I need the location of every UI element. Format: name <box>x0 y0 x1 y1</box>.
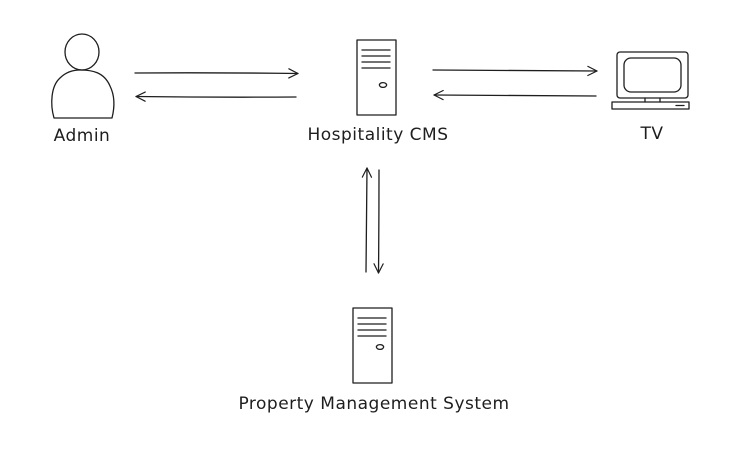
pms-label: Property Management System <box>238 394 509 414</box>
edge-pms-to-cms <box>361 167 373 273</box>
server-icon <box>356 39 397 116</box>
admin-node: Admin <box>51 33 115 146</box>
edge-admin-to-cms <box>134 68 299 79</box>
edge-cms-to-tv <box>432 65 598 77</box>
cms-node: Hospitality CMS <box>307 39 448 145</box>
tv-label: TV <box>639 124 663 144</box>
pms-node: Property Management System <box>238 307 509 414</box>
monitor-icon <box>611 51 690 110</box>
edge-tv-to-cms <box>433 89 597 101</box>
server-icon <box>352 307 393 384</box>
edge-cms-to-admin <box>135 91 297 102</box>
admin-label: Admin <box>54 126 111 146</box>
tv-node: TV <box>611 51 690 144</box>
cms-label: Hospitality CMS <box>307 125 448 145</box>
edge-cms-to-pms <box>373 169 384 274</box>
person-icon <box>51 33 115 119</box>
edges <box>134 65 598 274</box>
